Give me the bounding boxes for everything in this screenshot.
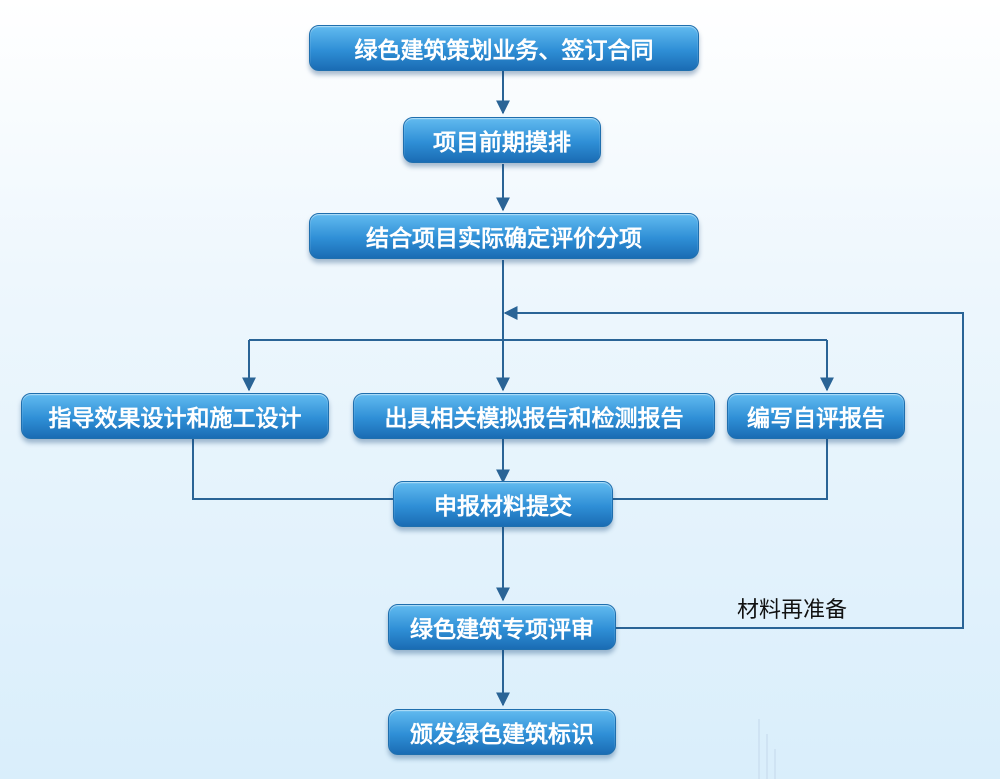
line-guide-to-submit <box>192 439 393 500</box>
node-self-evaluation-report: 编写自评报告 <box>727 393 905 439</box>
decorative-line <box>758 719 760 779</box>
decorative-line <box>766 734 768 779</box>
node-confirm-evaluation-items: 结合项目实际确定评价分项 <box>309 213 699 259</box>
node-submit-materials: 申报材料提交 <box>393 481 613 527</box>
decorative-line <box>774 749 776 779</box>
node-plan-sign-contract: 绿色建筑策划业务、签订合同 <box>309 25 699 71</box>
node-special-review: 绿色建筑专项评审 <box>388 604 616 650</box>
node-simulation-reports: 出具相关模拟报告和检测报告 <box>353 393 715 439</box>
node-preliminary-survey: 项目前期摸排 <box>403 117 601 163</box>
node-award-label: 颁发绿色建筑标识 <box>388 709 616 755</box>
feedback-loop-line <box>503 306 964 629</box>
line-self-eval-to-submit <box>613 439 828 500</box>
label-materials-redo: 材料再准备 <box>737 598 848 623</box>
node-guide-design: 指导效果设计和施工设计 <box>21 393 329 439</box>
